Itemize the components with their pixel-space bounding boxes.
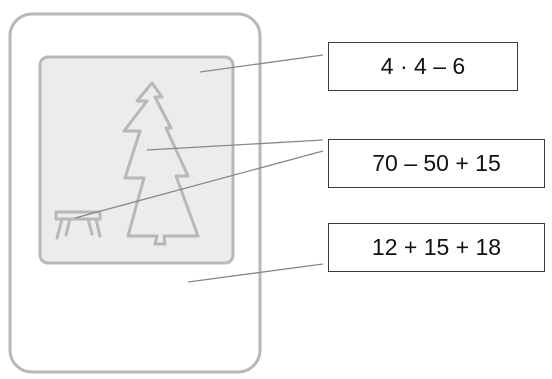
leader-line-c bbox=[187, 263, 324, 283]
expression-box-a: 4 · 4 – 6 bbox=[328, 42, 518, 91]
leader-lines bbox=[74, 54, 324, 283]
tree-shape bbox=[122, 81, 200, 246]
expression-box-c: 12 + 15 + 18 bbox=[328, 223, 545, 272]
bench-shape bbox=[54, 210, 102, 240]
expression-box-b: 70 – 50 + 15 bbox=[328, 139, 545, 188]
board-background bbox=[38, 55, 235, 265]
leader-line-b-tree bbox=[146, 139, 324, 151]
leader-line-a bbox=[199, 54, 324, 73]
leader-line-b-bench bbox=[74, 150, 324, 219]
